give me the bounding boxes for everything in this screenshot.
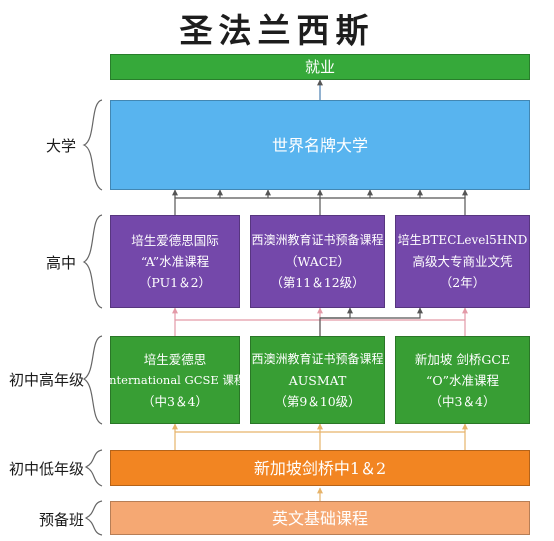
junior-middle-bar: 新加坡剑桥中1＆2 [110, 450, 530, 486]
box-line: （2年） [439, 275, 486, 290]
university-box: 世界名牌大学 [110, 100, 530, 190]
box-line: International GCSE 课程 [104, 372, 246, 387]
box-line: （PU1＆2） [138, 275, 212, 290]
senior-middle-level-label: 初中高年级 [8, 371, 84, 389]
box-line: 西澳洲教育证书预备课程 [251, 233, 384, 247]
junior-middle-bar-label: 新加坡剑桥中1＆2 [253, 458, 387, 478]
senior-middle-box-o-level: 新加坡 剑桥GCE “O”水准课程 （中3＆4） [395, 336, 530, 424]
box-line: 西澳洲教育证书预备课程 [251, 351, 384, 366]
box-line: “A”水准课程 [140, 254, 210, 269]
university-box-label: 世界名牌大学 [271, 135, 368, 155]
box-line: 高级大专商业文凭 [412, 254, 513, 269]
box-line: AUSMAT [288, 372, 347, 388]
high-school-box-btec: 培生BTECLevel5HND 高级大专商业文凭 （2年） [395, 215, 530, 308]
high-school-level-label: 高中 [45, 254, 76, 272]
box-line: 培生爱德思 [143, 351, 207, 367]
preparatory-bar-label: 英文基础课程 [271, 508, 368, 528]
high-school-box-wace: 西澳洲教育证书预备课程 （WACE） （第11＆12级） [250, 215, 385, 308]
box-line: （第11＆12级） [270, 275, 365, 290]
high-school-box-a-level: 培生爱德思国际 “A”水准课程 （PU1＆2） [110, 215, 240, 308]
box-line: 新加坡 剑桥GCE [414, 351, 511, 367]
page-title: 圣法兰西斯 [179, 11, 375, 50]
junior-middle-level-label: 初中低年级 [8, 460, 84, 478]
box-line: “O”水准课程 [425, 372, 500, 388]
box-line: （中3＆4） [142, 393, 208, 409]
preparatory-level-label: 预备班 [38, 511, 84, 529]
university-level-label: 大学 [45, 137, 76, 155]
senior-middle-box-ausmat: 西澳洲教育证书预备课程 AUSMAT （第9＆10级） [250, 336, 385, 424]
preparatory-bar: 英文基础课程 [110, 501, 530, 535]
box-line: （第9＆10级） [274, 393, 361, 409]
box-line: 培生爱德思国际 [131, 233, 219, 248]
senior-middle-box-igcse: 培生爱德思 International GCSE 课程 （中3＆4） [105, 336, 245, 424]
box-line: 培生BTECLevel5HND [397, 233, 528, 247]
box-line: （中3＆4） [429, 393, 496, 409]
box-line: （WACE） [285, 254, 350, 269]
employment-bar: 就业 [110, 54, 530, 80]
employment-label: 就业 [304, 57, 335, 76]
